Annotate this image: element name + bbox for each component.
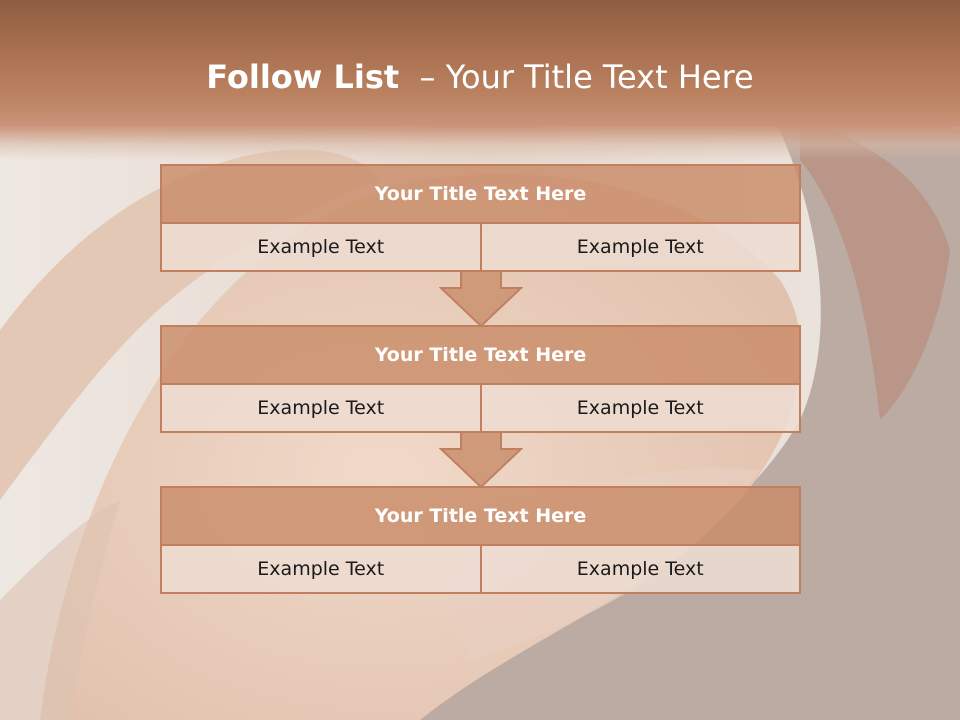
step-row: Example Text Example Text (162, 385, 799, 431)
step-left-text: Example Text (162, 385, 480, 431)
step-title: Your Title Text Here (162, 488, 799, 546)
down-arrow-icon (439, 431, 523, 489)
title-bold-text: Follow List (206, 58, 400, 96)
step-left-text: Example Text (162, 224, 480, 270)
down-arrow-icon (439, 270, 523, 328)
title-band (0, 0, 960, 160)
step-left-text: Example Text (162, 546, 480, 592)
step-title: Your Title Text Here (162, 327, 799, 385)
step-box-2: Your Title Text Here Example Text Exampl… (160, 325, 801, 433)
step-right-text: Example Text (479, 385, 799, 431)
step-title: Your Title Text Here (162, 166, 799, 224)
step-right-text: Example Text (479, 546, 799, 592)
step-right-text: Example Text (479, 224, 799, 270)
step-row: Example Text Example Text (162, 224, 799, 270)
step-box-3: Your Title Text Here Example Text Exampl… (160, 486, 801, 594)
step-box-1: Your Title Text Here Example Text Exampl… (160, 164, 801, 272)
step-row: Example Text Example Text (162, 546, 799, 592)
slide-title: Follow List – Your Title Text Here (0, 52, 960, 102)
title-rest-text: – Your Title Text Here (419, 58, 754, 96)
